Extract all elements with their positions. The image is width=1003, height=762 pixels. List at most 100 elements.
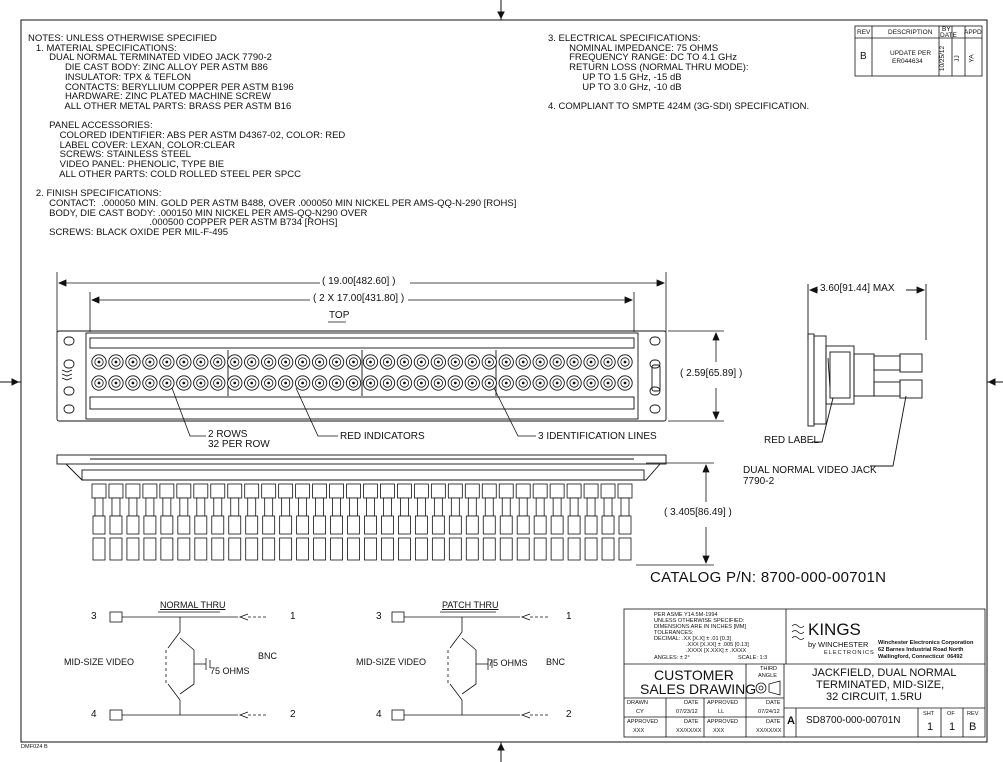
tb-scale: SCALE: 1:3 — [738, 655, 768, 661]
rear-jack-body — [210, 483, 226, 499]
rear-jack-body — [566, 483, 582, 499]
jack-inner — [230, 378, 240, 388]
note-line: VIDEO PANEL: PHENOLIC, TYPE BIE — [28, 159, 225, 171]
schematic-normal-pin3: 3 — [91, 611, 97, 622]
jack-inner — [535, 378, 545, 388]
jack-pin — [403, 360, 406, 364]
callout-per-row: 32 PER ROW — [208, 439, 270, 450]
rear-jack-stem — [179, 497, 189, 517]
jack-pin — [318, 360, 321, 364]
front-panel — [56, 330, 667, 422]
rear-jack-body — [142, 483, 158, 499]
jack-inner — [298, 378, 308, 388]
jack-inner — [179, 378, 189, 388]
rev-date: 10/25/12 — [939, 45, 947, 72]
rear-jack-bnc-lower — [126, 537, 140, 561]
rear-jack-stem — [162, 497, 172, 517]
rear-jack-stem — [416, 497, 426, 517]
tb-approved3-date-label: DATE — [766, 719, 781, 725]
rear-jack-stem — [603, 497, 613, 517]
jack-pin — [114, 381, 118, 385]
rear-jack-bnc-lower — [533, 537, 547, 561]
tb-sales-drawing: SALES DRAWING — [640, 681, 757, 697]
rear-jack-body — [430, 483, 446, 499]
note-line: SCREWS: BLACK OXIDE PER MIL-F-495 — [28, 227, 229, 238]
tb-of-label: OF — [947, 711, 955, 717]
callout-identification-lines: 3 IDENTIFICATION LINES — [538, 431, 657, 442]
jack-pin — [538, 381, 542, 385]
jack-pin — [165, 360, 169, 364]
jack-pin — [301, 360, 305, 364]
rear-jack-stem — [535, 497, 545, 517]
tb-drawn-label: DRAWN — [627, 700, 648, 706]
rear-jack-bnc — [279, 515, 293, 535]
tb-sht: 1 — [927, 721, 934, 733]
jack-inner — [365, 357, 376, 367]
rear-jack-bnc-lower — [398, 537, 411, 561]
rear-jack-stem — [383, 497, 392, 517]
note-line: NOTES: UNLESS OTHERWISE SPECIFIED — [28, 33, 217, 44]
jack-inner — [128, 357, 138, 367]
electrical-line: 3. ELECTRICAL SPECIFICATIONS: — [548, 33, 701, 44]
tb-approved2-label: APPROVED — [627, 719, 659, 725]
rear-jack-bnc-lower — [550, 537, 564, 561]
jack-pin — [555, 381, 559, 385]
tb-rev: B — [969, 721, 977, 733]
rear-jack-stem — [569, 497, 579, 517]
jack-pin — [148, 381, 152, 385]
jack-pin — [470, 360, 474, 364]
rear-jack-bnc-lower — [109, 537, 123, 561]
rear-jack-body — [159, 483, 175, 499]
rear-jack-bnc-lower — [177, 537, 191, 561]
jack-pin — [199, 381, 203, 385]
rear-jack-bnc-lower — [347, 537, 360, 561]
tb-drawn-by: CY — [636, 709, 644, 715]
side-view — [807, 284, 927, 467]
jack-pin — [436, 360, 440, 364]
rear-jack-stem — [128, 497, 138, 517]
rear-jack-stem — [484, 497, 494, 517]
tb-tol-5: DECIMAL: .XX [X.X] ± .01 [0.3] — [654, 636, 732, 642]
rev-by: JJ — [953, 55, 961, 62]
jack-pin — [131, 381, 135, 385]
callout-rows: 2 ROWS — [208, 429, 248, 440]
rear-jack-body — [227, 483, 243, 499]
jack-pin — [419, 360, 423, 364]
rear-jack-body — [464, 483, 480, 499]
jack-pin — [182, 360, 186, 364]
tb-approved-label: APPROVED — [707, 700, 739, 706]
rear-jack-stem — [281, 497, 291, 517]
jack-pin — [589, 360, 593, 364]
jack-inner — [535, 357, 545, 367]
jack-inner — [128, 378, 138, 388]
jack-inner — [620, 357, 630, 367]
note-line: ALL OTHER METAL PARTS: BRASS PER ASTM B1… — [28, 100, 292, 112]
tb-approved2-date: XX/XX/XX — [676, 728, 702, 734]
rear-jack-stem — [433, 497, 443, 517]
overall-width-dim: ( 19.00[482.60] ) — [322, 276, 396, 287]
schematic-normal-pin4: 4 — [91, 709, 97, 720]
jack-inner — [586, 378, 596, 388]
electrical-line: UP TO 3.0 GHz, -10 dB — [548, 81, 682, 93]
rear-view — [56, 454, 667, 481]
revision-table — [854, 25, 983, 77]
rear-jack-bnc — [533, 515, 547, 535]
tb-approved3-label: APPROVED — [707, 719, 739, 725]
rear-jack-bnc-lower — [245, 537, 259, 561]
jack-inner — [399, 357, 410, 367]
rear-jack-body — [91, 483, 107, 499]
rear-jack-bnc — [92, 515, 106, 535]
jack-pin — [284, 381, 288, 385]
jack-inner — [416, 357, 426, 367]
tb-tol-1: PER ASME Y14.5M-1994 — [654, 612, 718, 618]
rear-jack-bnc — [482, 515, 496, 535]
schematic-patch-pin2: 2 — [566, 709, 572, 720]
jack-pin — [589, 381, 593, 385]
jack-inner — [552, 378, 562, 388]
jack-inner — [603, 357, 613, 367]
jack-inner — [196, 357, 206, 367]
rear-jack-bnc-lower — [584, 537, 598, 561]
rear-jack-bnc — [296, 515, 310, 535]
rear-jack-bnc — [618, 515, 632, 535]
rev-value: B — [860, 51, 867, 62]
